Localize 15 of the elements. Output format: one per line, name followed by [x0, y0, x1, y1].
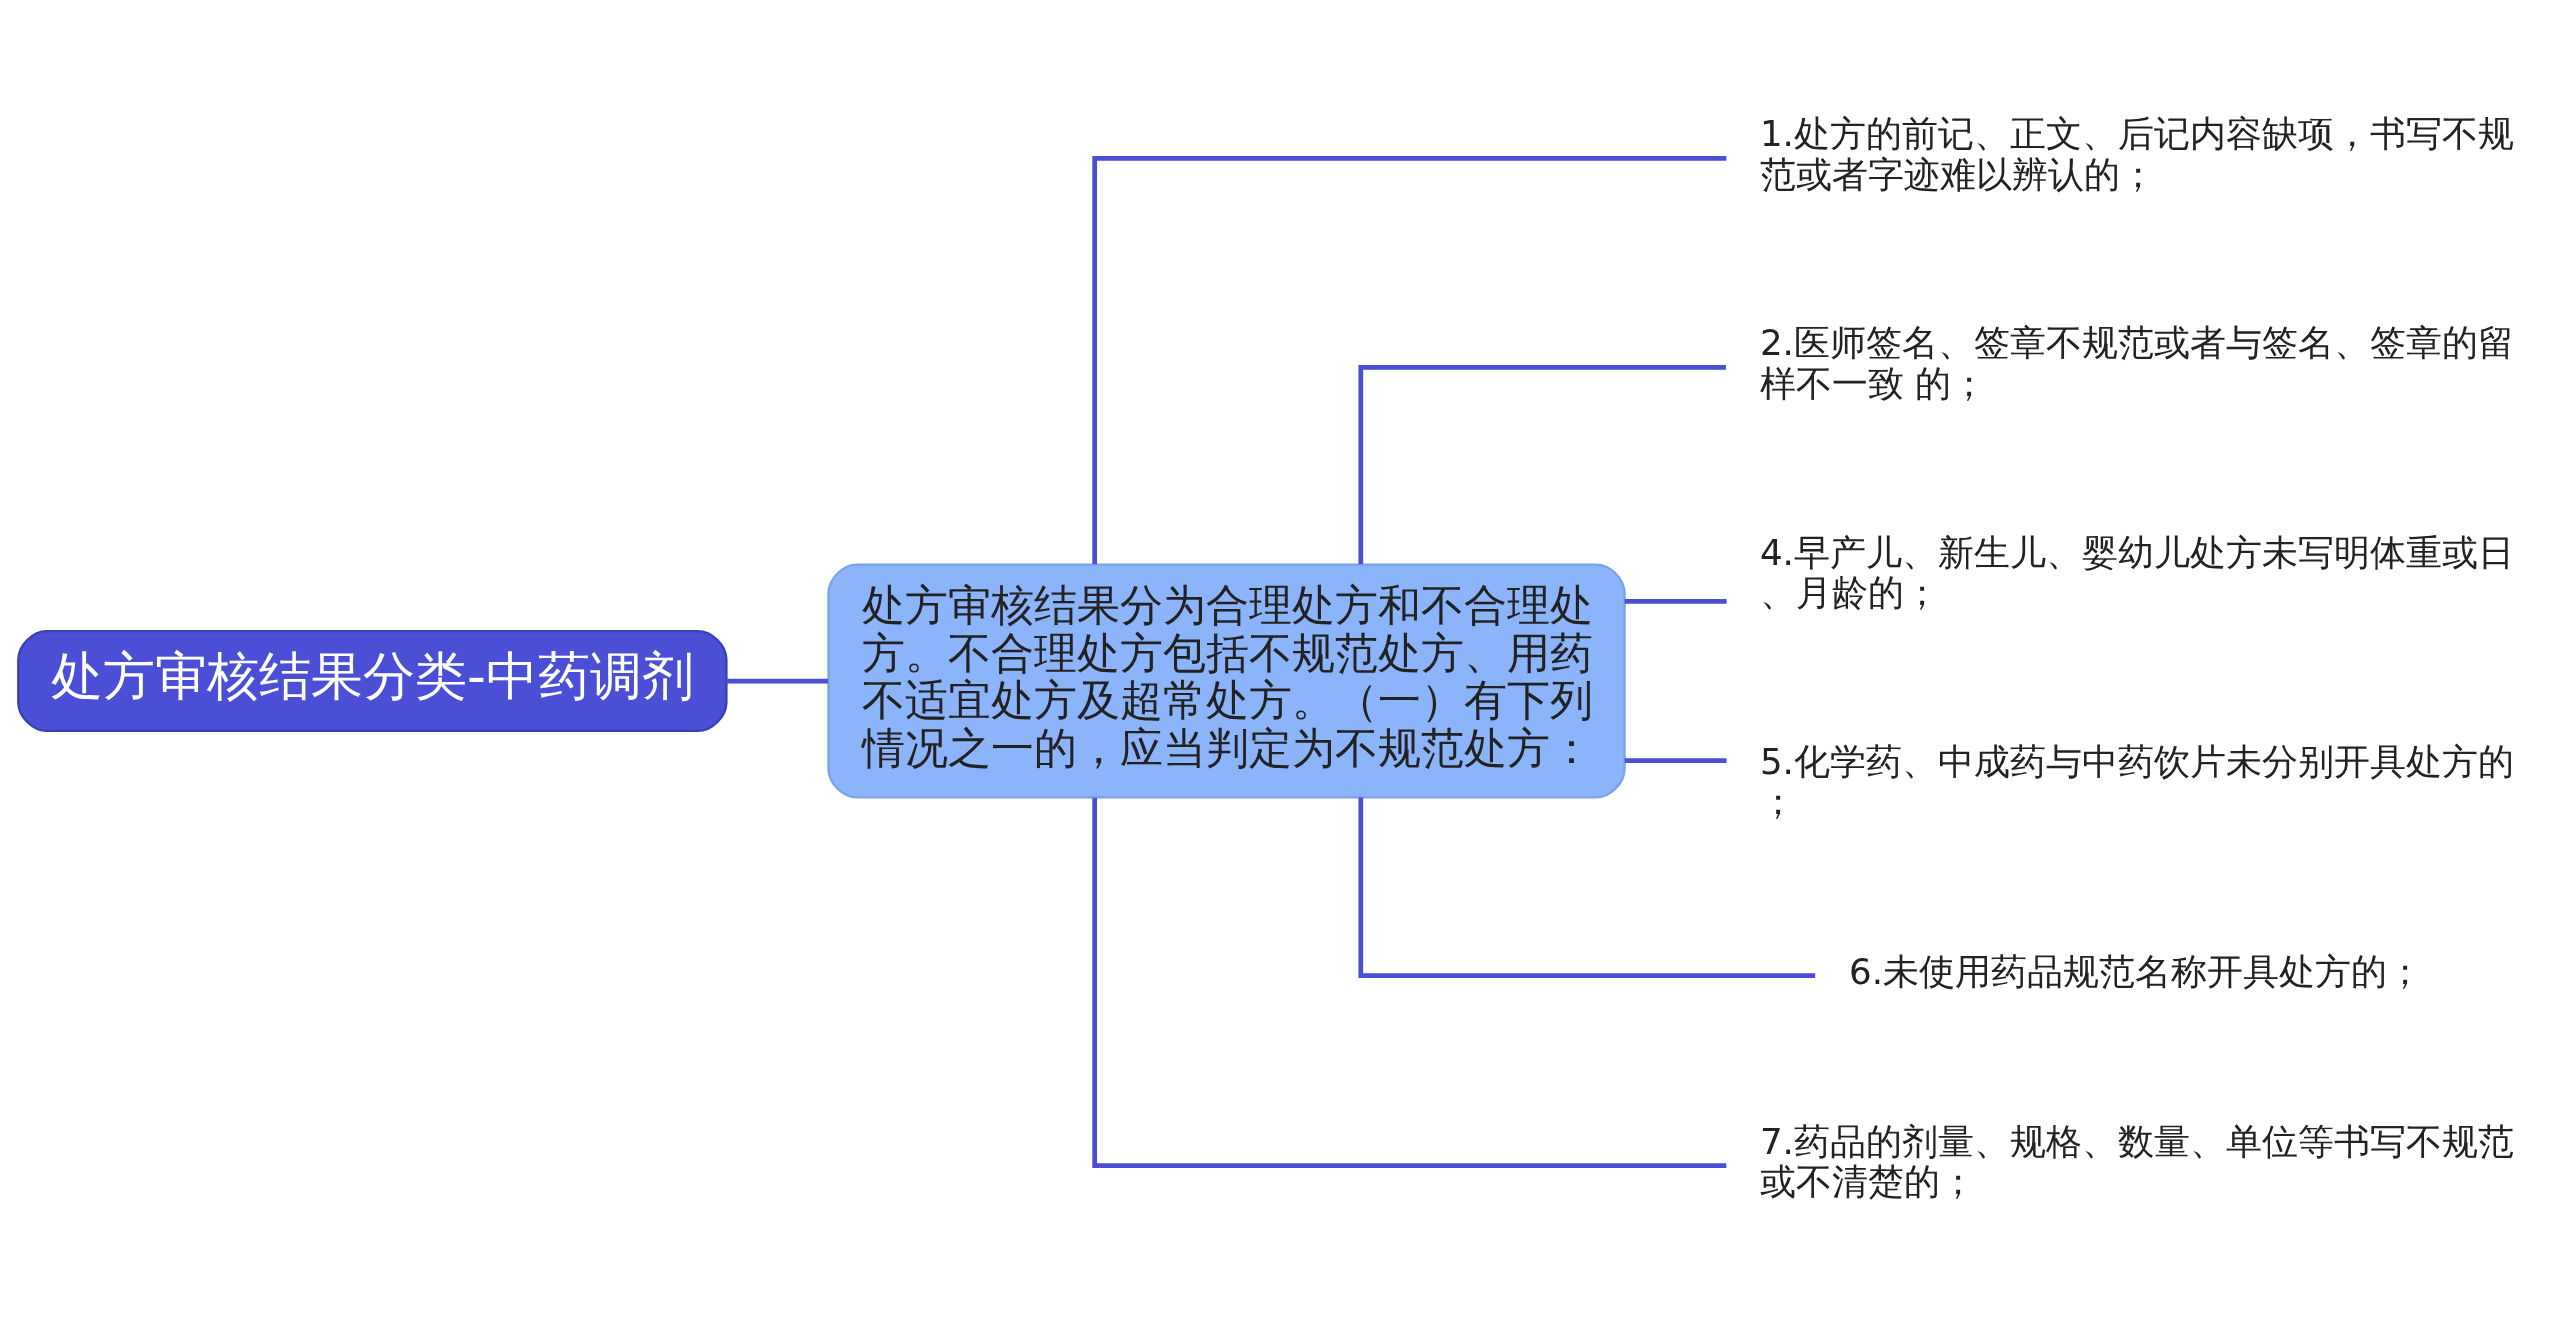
connector [726, 678, 828, 683]
node-text: 6.未使用药品规范名称开具处方的； [1849, 950, 2424, 992]
connector [1358, 796, 1816, 978]
connector [1624, 757, 1727, 763]
node-text: 5.化学药、中成药与中药饮片未分别开具处方的； [1759, 740, 2514, 822]
node-box: 处方审核结果分类-中药调剂 [17, 629, 728, 732]
connector [1092, 155, 1727, 564]
node-box: 处方审核结果分为合理处方和不合理处方。不合理处方包括不规范处方、用药不适宜处方及超常处方。（一）有下列情况之一的，应当判定为不规范处方： [827, 562, 1626, 799]
node-text: 2.医师签名、签章不规范或者与签名、签章的留样不一致 的； [1759, 321, 2514, 404]
node-text: 7.药品的剂量、规格、数量、单位等书写不规范或不清楚的； [1759, 1120, 2514, 1202]
connector [1358, 364, 1726, 564]
connector [1092, 797, 1727, 1168]
connector [1624, 598, 1727, 604]
node-text: 1.处方的前记、正文、后记内容缺项，书写不规范或者字迹难以辨认的； [1759, 112, 2514, 195]
node-text: 4.早产儿、新生儿、婴幼儿处方未写明体重或日、月龄的； [1759, 531, 2514, 613]
